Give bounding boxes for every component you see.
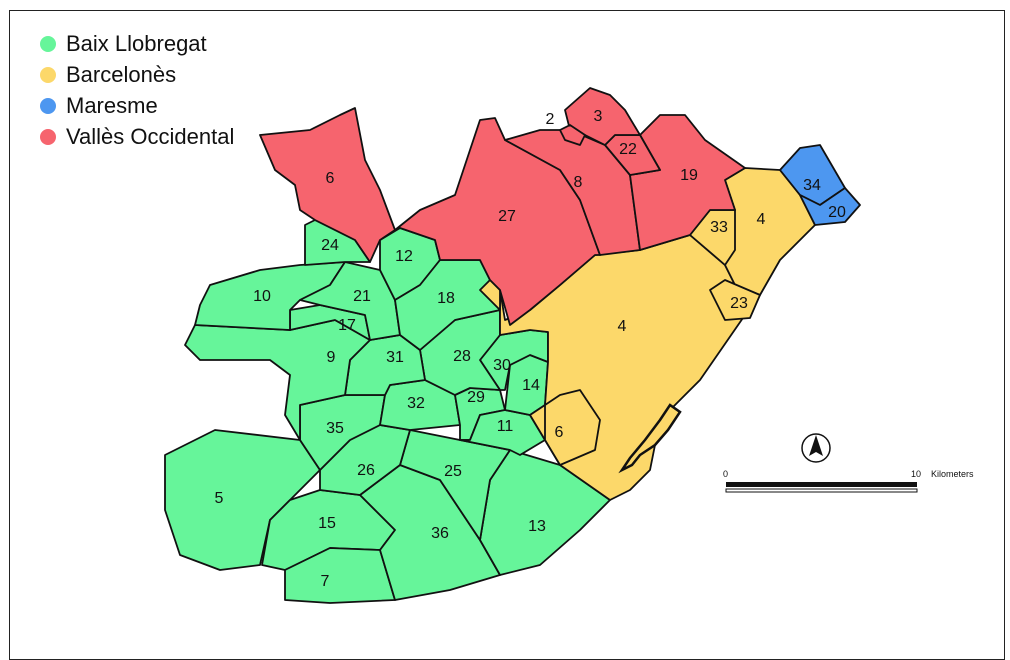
label-30: 30 [493, 357, 511, 374]
label-24: 24 [321, 237, 339, 254]
label-34: 34 [803, 177, 821, 194]
legend-item-barcelones: Barcelonès [40, 59, 234, 90]
label-32: 32 [407, 395, 425, 412]
label-31: 31 [386, 349, 404, 366]
region-6b[interactable] [544, 389, 601, 466]
region-20[interactable] [799, 187, 861, 226]
legend-label: Maresme [66, 92, 158, 118]
legend-label: Vallès Occidental [66, 123, 235, 149]
label-9: 9 [327, 349, 336, 366]
region-23[interactable] [709, 279, 761, 321]
label-23: 23 [730, 295, 748, 312]
label-11: 11 [497, 418, 514, 435]
label-19: 19 [680, 167, 698, 184]
scale-unit-label: Kilometers [931, 469, 974, 479]
label-5: 5 [215, 490, 224, 507]
label-20: 20 [828, 204, 846, 221]
label-8: 8 [574, 174, 583, 191]
legend-dot [40, 66, 56, 83]
label-33: 33 [710, 219, 728, 236]
label-12: 12 [395, 248, 413, 265]
legend-dot [40, 97, 56, 114]
legend-item-baix-llobregat: Baix Llobregat [40, 28, 234, 59]
coastline [618, 403, 682, 474]
legend-dot [40, 35, 56, 52]
label-29: 29 [467, 389, 485, 406]
legend-item-valles-occidental: Vallès Occidental [40, 121, 234, 152]
label-15: 15 [318, 515, 336, 532]
label-17: 17 [338, 317, 356, 334]
label-6-barcelones: 6 [555, 424, 564, 441]
label-25: 25 [444, 463, 462, 480]
label-27: 27 [498, 208, 516, 225]
region-2[interactable] [559, 124, 586, 146]
label-22: 22 [619, 141, 637, 158]
label-13: 13 [528, 518, 546, 535]
label-6-valles: 6 [326, 170, 335, 187]
label-14: 14 [522, 377, 540, 394]
label-7: 7 [321, 573, 330, 590]
scale-end-label: 10 [911, 469, 921, 479]
region-6a[interactable] [259, 107, 396, 263]
label-18: 18 [437, 290, 455, 307]
label-3: 3 [594, 108, 603, 125]
label-21: 21 [353, 288, 371, 305]
legend-item-maresme: Maresme [40, 90, 234, 121]
legend: Baix Llobregat Barcelonès Maresme Vallès… [40, 28, 234, 152]
region-27[interactable] [394, 117, 601, 326]
label-10: 10 [253, 288, 271, 305]
label-28: 28 [453, 348, 471, 365]
label-26: 26 [357, 462, 375, 479]
label-35: 35 [326, 420, 344, 437]
legend-label: Barcelonès [66, 61, 177, 87]
label-2: 2 [546, 111, 555, 128]
legend-label: Baix Llobregat [66, 30, 207, 56]
legend-dot [40, 128, 56, 145]
scale-bar: 0 10 Kilometers [723, 469, 974, 493]
scale-start-label: 0 [723, 469, 728, 479]
label-4-main: 4 [618, 318, 627, 335]
region-25[interactable] [399, 429, 511, 541]
north-arrow-icon [801, 433, 831, 463]
label-36: 36 [431, 525, 449, 542]
label-4-north: 4 [757, 211, 766, 228]
